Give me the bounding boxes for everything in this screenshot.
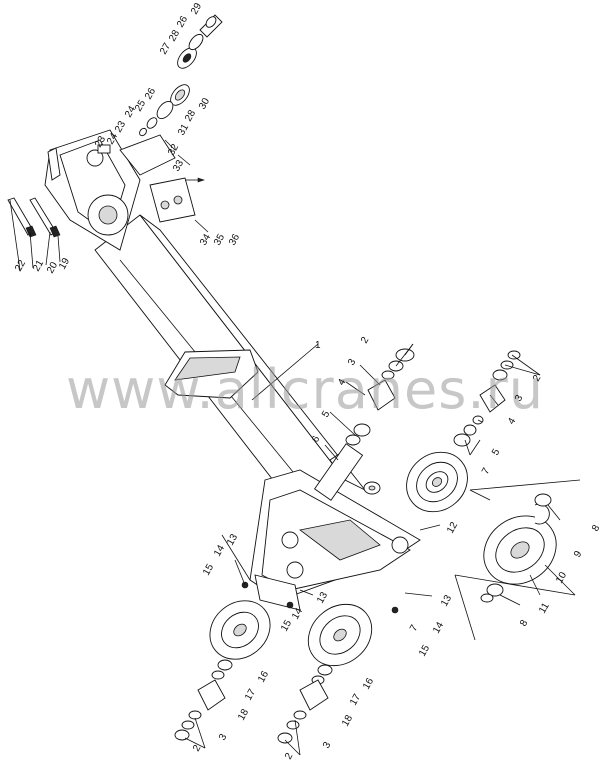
label-part-1: 1 [315, 340, 321, 351]
label-part-35: 35 [212, 232, 227, 248]
label-part-23: 23 [93, 134, 108, 150]
label-part-18: 18 [236, 707, 251, 723]
label-part-3: 3 [346, 357, 359, 368]
label-part-10: 10 [554, 570, 569, 586]
label-part-22: 22 [13, 258, 28, 274]
label-part-30: 30 [197, 96, 212, 112]
label-part-28: 28 [167, 28, 182, 44]
label-part-19: 19 [57, 256, 72, 272]
sheave-upper-right [406, 350, 521, 513]
label-part-13: 13 [315, 590, 330, 606]
label-part-13: 13 [439, 593, 454, 609]
label-part-17: 17 [348, 692, 363, 708]
label-part-26: 26 [143, 86, 158, 102]
label-part-3: 3 [513, 393, 526, 404]
label-part-8: 8 [590, 523, 600, 534]
label-part-12: 12 [445, 520, 460, 536]
upper-bracket [119, 134, 205, 223]
boom-section [94, 214, 366, 516]
label-part-26: 26 [175, 14, 190, 30]
axle-shaft [313, 443, 381, 501]
label-part-16: 16 [256, 669, 271, 685]
label-part-36: 36 [227, 232, 242, 248]
label-part-21: 21 [31, 258, 46, 274]
label-part-5: 5 [490, 447, 503, 458]
sheave-right-detached [480, 493, 557, 603]
label-part-2: 2 [359, 335, 372, 346]
sheave-lower-left [174, 600, 271, 741]
label-part-5: 5 [320, 409, 333, 420]
label-part-9: 9 [572, 549, 585, 560]
label-part-24: 24 [123, 104, 138, 120]
label-part-4: 4 [336, 377, 349, 388]
leader-lines [9, 139, 581, 756]
label-part-2: 2 [191, 743, 204, 754]
label-part-7: 7 [408, 623, 421, 634]
label-part-6: 6 [310, 434, 323, 445]
upper-shaft-stack [139, 14, 223, 137]
label-part-13: 13 [225, 532, 240, 548]
label-part-3: 3 [321, 740, 334, 751]
label-part-17: 17 [243, 687, 258, 703]
label-part-11: 11 [537, 601, 552, 616]
label-part-31: 31 [176, 122, 191, 138]
label-part-34: 34 [198, 232, 213, 248]
label-part-29: 29 [189, 1, 204, 17]
label-part-3: 3 [217, 732, 230, 743]
label-part-28: 28 [183, 108, 198, 124]
boom-head [44, 129, 141, 251]
label-part-15: 15 [201, 562, 216, 578]
sheave-lower-middle [277, 603, 373, 744]
label-part-15: 15 [279, 618, 294, 634]
label-part-14: 14 [431, 620, 446, 636]
pin-plates [7, 197, 61, 238]
trolley-frame [249, 469, 421, 611]
part-number-labels: 1 2 2 2 2 3 3 3 3 4 4 5 5 6 7 7 8 8 9 10… [13, 1, 600, 762]
label-part-2: 2 [283, 751, 296, 762]
label-part-25: 25 [133, 98, 148, 114]
label-part-27: 27 [158, 41, 173, 57]
label-part-33: 33 [171, 158, 186, 174]
label-part-23: 23 [113, 119, 128, 135]
label-part-14: 14 [290, 606, 305, 622]
label-part-4: 4 [506, 416, 519, 427]
label-part-20: 20 [45, 260, 60, 276]
label-part-2: 2 [531, 373, 544, 384]
label-part-16: 16 [361, 676, 376, 692]
stack-upper-left [345, 348, 415, 446]
label-part-15: 15 [417, 643, 432, 659]
label-part-14: 14 [212, 543, 227, 559]
label-part-7: 7 [480, 466, 493, 477]
label-part-32: 32 [166, 142, 181, 158]
label-part-18: 18 [340, 713, 355, 729]
label-part-24: 24 [105, 131, 120, 147]
label-part-8: 8 [518, 618, 531, 629]
watermark-text: www.allcranes.ru [66, 358, 544, 421]
